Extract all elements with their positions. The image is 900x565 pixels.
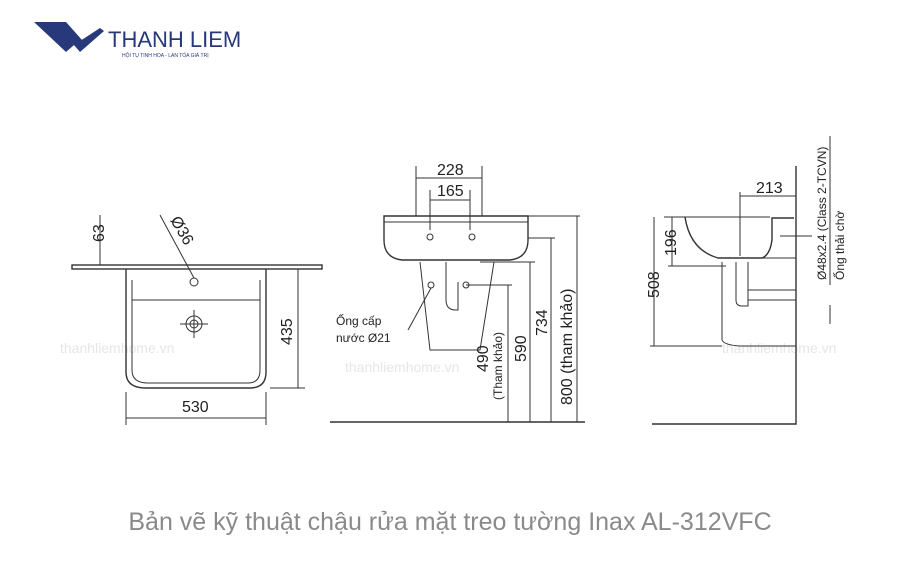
dim-213: 213 [756, 180, 783, 197]
caption: Bản vẽ kỹ thuật chậu rửa mặt treo tường … [128, 508, 772, 536]
dim-hole-diameter: Ø36 [167, 214, 197, 249]
supply-pipe-label: Ống cấp [336, 313, 382, 328]
dim-490: 490 [475, 345, 492, 372]
dim-508: 508 [646, 271, 663, 298]
dim-196: 196 [663, 229, 680, 256]
logo: THANH LIEM HỘI TỤ TINH HOA - LAN TỎA GIÁ… [34, 22, 241, 59]
drain-pipe-label: Ống thải chờ [832, 211, 847, 280]
dim-435: 435 [279, 318, 296, 345]
logo-name: THANH LIEM [108, 27, 241, 52]
front-view: 63 Ø36 435 530 [71, 214, 323, 425]
dim-165: 165 [437, 183, 464, 200]
dim-530: 530 [182, 399, 209, 416]
drain-pipe-spec: Ø48x2.4 (Class 2-TCVN) [815, 147, 829, 280]
watermark-1: thanhliemhome.vn [60, 340, 174, 356]
supply-pipe-size: nước Ø21 [336, 331, 391, 345]
dim-490-note: (Tham khảo) [491, 332, 505, 400]
dim-734: 734 [534, 309, 551, 336]
watermark-3: thanhliemhome.vn [722, 340, 836, 356]
dim-228: 228 [437, 162, 464, 179]
logo-mark-2 [50, 22, 82, 47]
dim-800: 800 (tham khảo) [559, 288, 576, 405]
logo-tagline: HỘI TỤ TINH HOA - LAN TỎA GIÁ TRỊ [122, 52, 209, 59]
watermark-2: thanhliemhome.vn [345, 359, 459, 375]
logo-mark-1 [34, 22, 74, 52]
logo-mark-3 [74, 28, 104, 52]
profile-view: 213 196 508 Ø48x2.4 (Class 2-TCVN) Ống t… [646, 136, 847, 425]
dim-63: 63 [91, 224, 108, 242]
dim-590: 590 [513, 335, 530, 362]
side-view: 228 165 Ống cấp nước Ø21 490 (Tham khảo)… [330, 162, 585, 423]
